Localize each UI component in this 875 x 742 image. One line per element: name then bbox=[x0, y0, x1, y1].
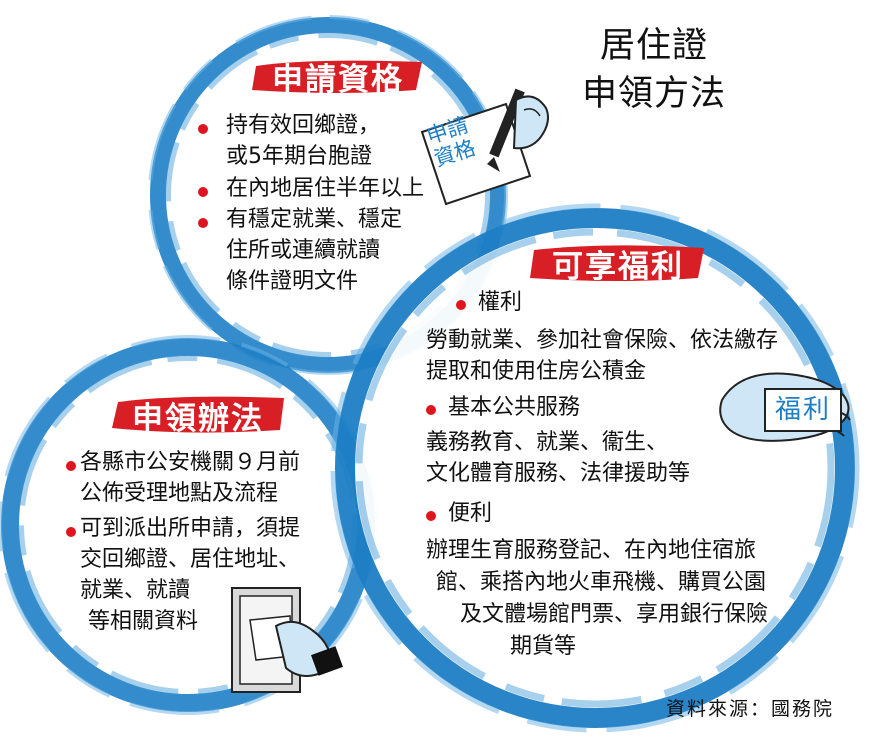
bullet bbox=[66, 527, 76, 537]
bullet bbox=[426, 511, 436, 521]
submission-slot-illustration bbox=[231, 587, 343, 693]
benefits-ring bbox=[330, 203, 860, 733]
benefit-label-public-services: 基本公共服務 bbox=[448, 395, 581, 420]
title-line-2: 申領方法 bbox=[581, 74, 726, 114]
title-line-1: 居住證 bbox=[599, 26, 708, 66]
procedure-item-1: 各縣市公安機關９月前 公佈受理地點及流程 bbox=[80, 450, 301, 506]
benefit-label-convenience: 便利 bbox=[448, 501, 493, 526]
eligibility-item-2: 在內地居住半年以上 bbox=[226, 176, 425, 201]
bullet bbox=[198, 218, 208, 228]
benefit-label-rights: 權利 bbox=[478, 290, 523, 315]
bullet bbox=[456, 300, 466, 310]
brush-stroke bbox=[252, 60, 422, 93]
eligibility-ring bbox=[148, 15, 508, 375]
benefit-public-services-text: 義務教育、就業、衞生、 文化體育服務、法律援助等 bbox=[426, 430, 691, 486]
benefit-convenience-text: 辦理生育服務登記、在內地住宿旅 館、乘搭內地火車飛機、購買公園 及文體場館門票、… bbox=[426, 538, 769, 659]
bullet bbox=[66, 461, 76, 471]
procedure-item-2: 可到派出所申請，須提 交回鄉證、居住地址、 就業、就讀 等相關資料 bbox=[80, 516, 301, 634]
bullet bbox=[426, 405, 436, 415]
document-pen-illustration bbox=[420, 88, 549, 206]
brush-stroke bbox=[530, 245, 704, 281]
eligibility-heading: 申請資格 bbox=[250, 56, 426, 98]
page-title: 居住證 申領方法 bbox=[574, 22, 734, 118]
benefit-card: 福利 bbox=[764, 388, 842, 432]
brush-stroke bbox=[112, 396, 284, 433]
bullet bbox=[198, 187, 208, 197]
procedure-heading: 申領辦法 bbox=[110, 394, 286, 437]
source-note: 資料來源：國務院 bbox=[666, 698, 835, 720]
eligibility-item-3: 有穩定就業、穩定 住所或連續就讀 條件證明文件 bbox=[226, 207, 403, 294]
benefits-heading: 可享福利 bbox=[530, 242, 706, 285]
benefit-rights-text: 勞動就業、參加社會保險、依法繳存 提取和使用住房公積金 bbox=[426, 328, 779, 384]
eligibility-item-1: 持有效回鄉證， 或5年期台胞證 bbox=[226, 113, 381, 169]
bullet bbox=[198, 124, 208, 134]
